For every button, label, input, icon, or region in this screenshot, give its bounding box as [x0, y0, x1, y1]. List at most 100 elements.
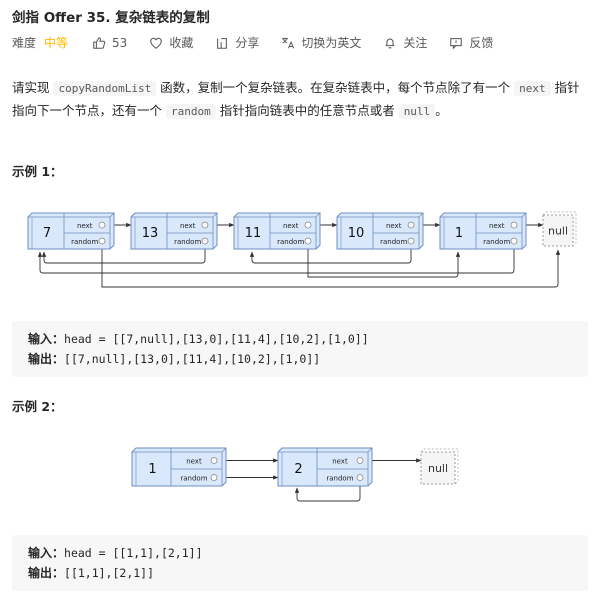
node-edge: [418, 212, 424, 218]
node-value: 7: [43, 226, 51, 241]
desc-text: 。: [435, 103, 448, 118]
example-2-title: 示例 2：: [12, 399, 63, 414]
node-box: [130, 212, 218, 250]
output-label: 输出：: [28, 352, 65, 366]
problem-title: 剑指 Offer 35. 复杂链表的复制: [12, 10, 210, 26]
random-arrow-2: [294, 480, 361, 502]
output-label: 输出：: [28, 566, 65, 580]
null-box: [542, 214, 574, 247]
random-port: [304, 237, 312, 245]
next-label: next: [77, 222, 93, 230]
next-port: [510, 221, 518, 229]
example-1-title: 示例 1：: [12, 164, 63, 179]
share-button[interactable]: 分享: [215, 34, 259, 51]
problem-description: 请实现 copyRandomList 函数，复制一个复杂链表。在复杂链表中，每个…: [12, 77, 592, 123]
random-label: random: [380, 238, 407, 246]
share-label: 分享: [235, 36, 260, 50]
list-node-0: 1 next random: [131, 447, 227, 487]
example-2-diagram: 1 next random 2 next random null: [131, 447, 459, 502]
node-edge: [109, 212, 115, 218]
difficulty-badge: 中等: [44, 36, 69, 50]
code-next: next: [514, 81, 551, 96]
input-value: head = [[1,1],[2,1]]: [64, 546, 203, 560]
random-arrow-10: [249, 244, 412, 264]
random-label: random: [174, 238, 201, 246]
desc-text: 指针指向下一个节点，还有一个: [12, 80, 580, 118]
feedback-label: 反馈: [469, 36, 494, 50]
node-box: [233, 212, 321, 250]
translate-icon: [281, 36, 295, 50]
share-icon: [215, 36, 229, 50]
node-value: 2: [294, 462, 302, 477]
random-label: random: [277, 238, 304, 246]
follow-label: 关注: [403, 36, 428, 50]
next-label: next: [332, 458, 348, 466]
difficulty-label: 难度: [12, 36, 37, 50]
example-2-io: 输入：head = [[1,1],[2,1]] 输出：[[1,1],[2,1]]: [12, 535, 588, 591]
null-node: null: [542, 211, 577, 247]
output-value: [[1,1],[2,1]]: [64, 566, 155, 580]
node-value: 10: [348, 226, 365, 241]
null-box: [420, 451, 456, 485]
feedback-button[interactable]: 反馈: [449, 34, 493, 51]
next-port: [407, 221, 415, 229]
input-value: head = [[7,null],[13,0],[11,4],[10,2],[1…: [64, 332, 369, 346]
input-label: 输入：: [28, 546, 65, 560]
random-label: random: [180, 475, 207, 483]
node-value: 13: [142, 226, 159, 241]
node-box: [27, 212, 115, 250]
random-port: [407, 237, 415, 245]
random-port: [210, 474, 218, 481]
like-count: 53: [112, 35, 128, 50]
follow-button[interactable]: 关注: [383, 34, 427, 51]
node-value: 1: [148, 462, 156, 477]
translate-button[interactable]: 切换为英文: [281, 34, 361, 51]
list-node-3: 10 next random: [336, 212, 424, 250]
next-port: [201, 221, 209, 229]
bell-icon: [383, 36, 397, 50]
next-label: next: [386, 222, 402, 230]
node-box: [439, 212, 527, 250]
code-random: random: [165, 104, 216, 119]
node-edge: [221, 447, 227, 453]
next-label: next: [489, 222, 505, 230]
node-edge: [367, 447, 373, 453]
translate-label: 切换为英文: [301, 36, 362, 50]
favorite-button[interactable]: 收藏: [149, 34, 193, 51]
null-node: null: [420, 448, 459, 485]
code-copyRandomList: copyRandomList: [53, 81, 157, 96]
random-arrow-13: [41, 244, 206, 264]
random-port: [201, 237, 209, 245]
next-label: next: [180, 222, 196, 230]
next-label: next: [283, 222, 299, 230]
next-port: [98, 221, 106, 229]
like-button[interactable]: 53: [92, 36, 127, 50]
random-label: random: [326, 475, 353, 483]
random-port: [510, 237, 518, 245]
random-arrow-7: [101, 244, 561, 288]
desc-text: 函数，复制一个复杂链表。在复杂链表中，每个节点除了有一个: [156, 80, 515, 95]
node-edge: [212, 212, 218, 218]
node-box: [336, 212, 424, 250]
example-1-io: 输入：head = [[7,null],[13,0],[11,4],[10,2]…: [12, 321, 588, 377]
null-label: null: [548, 225, 568, 238]
random-port: [98, 237, 106, 245]
next-port: [210, 457, 218, 464]
node-box: [131, 447, 227, 487]
next-label: next: [186, 458, 202, 466]
node-value: 1: [455, 226, 463, 241]
input-label: 输入：: [28, 332, 65, 346]
heart-icon: [149, 36, 163, 50]
next-port: [356, 457, 364, 464]
list-node-1: 2 next random: [277, 447, 373, 487]
problem-meta-bar: 难度 中等 53 收藏 分享 切换为英文 关注 反馈: [12, 34, 515, 51]
node-edge: [315, 212, 321, 218]
null-label: null: [428, 462, 448, 475]
next-port: [304, 221, 312, 229]
node-edge: [521, 212, 527, 218]
random-port: [356, 474, 364, 481]
